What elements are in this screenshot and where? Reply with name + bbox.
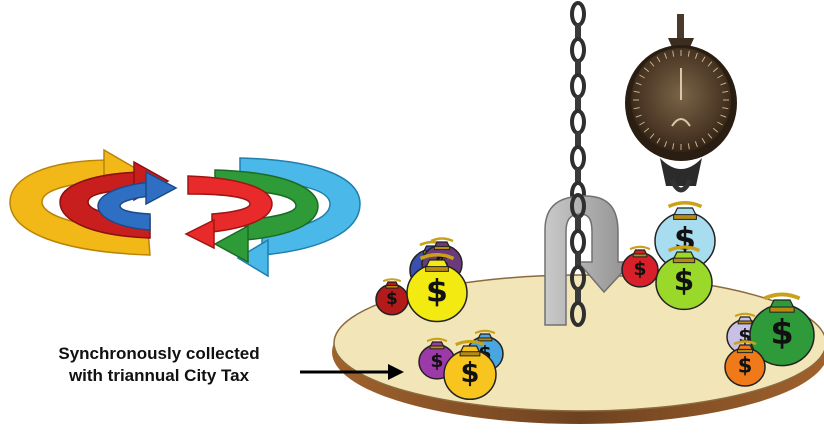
cycle-arrows-icon bbox=[10, 150, 360, 276]
hanging-scale-icon bbox=[625, 14, 737, 190]
dollar-sign-icon: $ bbox=[386, 288, 398, 308]
dollar-sign-icon: $ bbox=[738, 354, 753, 378]
dollar-sign-icon: $ bbox=[430, 350, 443, 372]
dollar-sign-icon: $ bbox=[770, 313, 793, 352]
chain-icon bbox=[572, 3, 584, 205]
caption-line-1: Synchronously collected bbox=[14, 343, 304, 365]
dollar-sign-icon: $ bbox=[426, 273, 448, 309]
money-bag-icon: $ bbox=[376, 279, 408, 315]
money-bag-icon: $ bbox=[622, 247, 658, 287]
dollar-sign-icon: $ bbox=[633, 258, 646, 280]
caption-line-2: with triannual City Tax bbox=[14, 365, 304, 387]
dollar-sign-icon: $ bbox=[461, 358, 480, 389]
dollar-sign-icon: $ bbox=[674, 264, 694, 298]
caption: Synchronously collected with triannual C… bbox=[14, 343, 304, 387]
